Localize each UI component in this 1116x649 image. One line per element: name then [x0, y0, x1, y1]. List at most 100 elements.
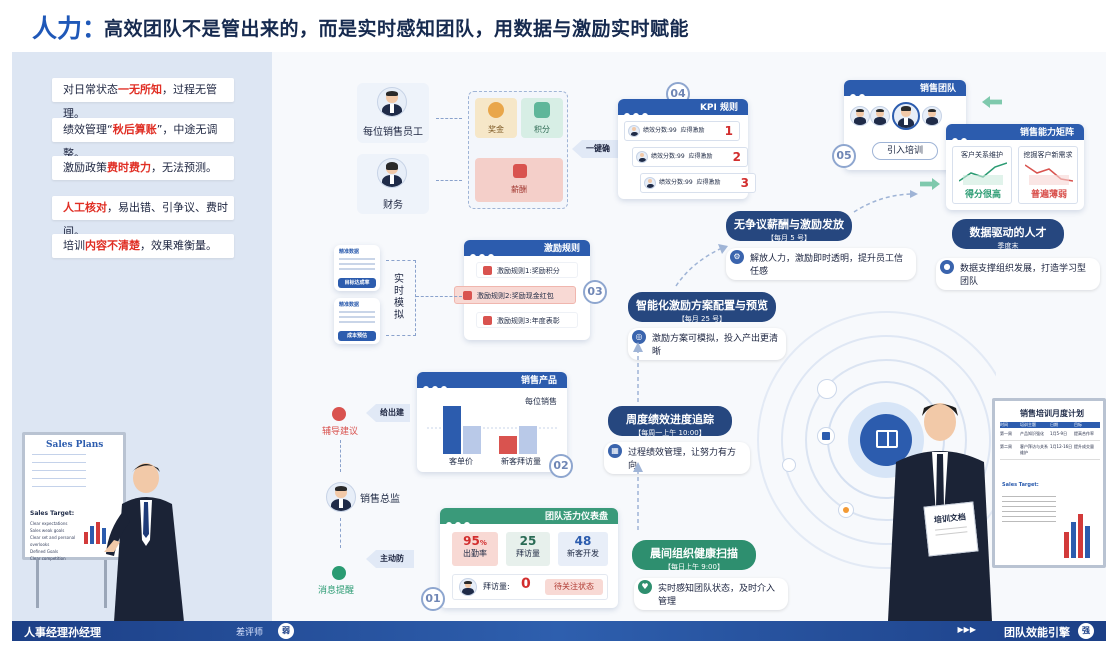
weak-badge: 弱: [278, 623, 294, 639]
capability-arrow-icon: [920, 178, 940, 190]
active-protection-arrow[interactable]: 主动防护: [366, 550, 414, 568]
team-avatar-1: [850, 106, 870, 126]
sim-doc-1: 精准数据 目标达成率: [334, 245, 380, 291]
incentive-rules-window: 激励规则 激励规则1:奖励积分 激励规则2:奖励现金红包 激励规则3:年度表彰: [454, 240, 590, 340]
confirm-arrow[interactable]: 一键确认: [572, 140, 618, 158]
left-whiteboard: Sales Plans Sales Target: Clear expectat…: [16, 432, 126, 612]
sales-bar-chart: [427, 406, 557, 454]
incentive-rule-1[interactable]: 激励规则1:奖励积分: [476, 262, 578, 278]
step-4-pill: 无争议薪酬与激励发放【每月 5 号】: [726, 211, 852, 242]
step-number-01: 01: [421, 587, 445, 611]
whiteboard-target: Sales Target:: [30, 510, 75, 517]
incentive-rule-3[interactable]: 激励规则3:年度表彰: [476, 312, 578, 328]
manager-figure-illustration: [104, 463, 184, 622]
finance-avatar: [377, 158, 407, 188]
pending-status-tag[interactable]: 待关注状态: [545, 579, 603, 595]
simulation-label: 实时模拟: [394, 274, 404, 321]
kpi-row-1: 绩效分数:99 应得激励 1: [624, 121, 740, 141]
employee-avatar: [377, 87, 407, 117]
sales-product-window: 销售产品 每位销售 客单价 新客拜访量: [417, 372, 567, 472]
page-header: 人力： 高效团队不是管出来的，而是实时感知团队，用数据与激励实时赋能: [0, 0, 1116, 52]
step-number-03: 03: [583, 280, 607, 304]
coins-icon: [534, 102, 550, 118]
orbit-icon-1: [817, 379, 837, 399]
step-4-note: ⚙解放人力，激励即时透明，提升员工信任感: [726, 248, 916, 280]
flow-arrow-1-2: [633, 462, 643, 530]
progress-arrows: ▶▶▶: [957, 625, 976, 634]
training-document: 培训文档: [923, 501, 979, 557]
capability-window: 销售能力矩阵 客户关系维护 得分很高 挖掘客户新需求 普遍薄弱: [946, 124, 1084, 210]
book-icon: [876, 430, 898, 448]
pain-point-5: 培训内容不清楚，效果难衡量。: [52, 234, 234, 258]
employee-card: 每位销售员工: [357, 83, 429, 143]
employee-label: 每位销售员工: [363, 127, 423, 138]
training-board-target: Sales Target:: [1002, 482, 1039, 488]
introduce-training-button[interactable]: 引入培训: [872, 142, 938, 160]
sim-doc-2: 精准数据 成本预估: [334, 298, 380, 344]
left-panel: 对日常状态一无所知，过程无管理。 绩效管理“秋后算账”，中途无调整。 激励政策费…: [12, 52, 272, 622]
step-5-pill: 数据驱动的人才季度末: [952, 219, 1064, 250]
page-title-sub: 高效团队不是管出来的，而是实时感知团队，用数据与激励实时赋能: [104, 18, 690, 40]
team-avatar-leader: [892, 102, 920, 130]
pain-point-4: 人工核对，易出错、引争议、费时间。: [52, 196, 234, 238]
sales-chart-title: 每位销售: [525, 397, 557, 406]
whiteboard-grid: [32, 454, 86, 494]
step-number-05: 05: [832, 144, 856, 168]
bonus-tile: 奖金: [475, 98, 517, 138]
salary-tile: 薪酬: [475, 158, 563, 202]
engine-label: 团队效能引擎: [1004, 626, 1070, 639]
bonus-icon: [488, 102, 504, 118]
manager-name: 人事经理孙经理: [24, 626, 101, 639]
whiteboard-lines: Clear expectations Sales weak goals Clea…: [30, 521, 76, 561]
chart-icon: ▦: [608, 444, 622, 458]
visit-row: 拜访量: 0 待关注状态: [452, 574, 608, 600]
pain-point-2: 绩效管理“秋后算账”，中途无调整。: [52, 118, 234, 160]
pain-point-1: 对日常状态一无所知，过程无管理。: [52, 78, 234, 120]
sales-chart-x2: 新客拜访量: [501, 457, 541, 466]
flow-arrow-4-5: [853, 190, 918, 213]
orbit-icon-3: [782, 458, 796, 472]
whiteboard-title: Sales Plans: [46, 440, 104, 450]
finance-label: 财务: [383, 200, 403, 211]
pain-point-3: 激励政策费时费力，无法预测。: [52, 156, 234, 180]
capability-left: 客户关系维护 得分很高: [952, 146, 1012, 204]
team-dashboard-window: 团队活力仪表盘 95% 出勤率 25 拜访量 48 新客开发 拜访量: 0 待关…: [440, 508, 618, 608]
points-tile: 积分: [521, 98, 563, 138]
give-advice-arrow[interactable]: 给出建议: [366, 404, 410, 422]
training-board-title: 销售培训月度计划: [1020, 409, 1084, 418]
metric-attendance: 95% 出勤率: [452, 532, 498, 566]
target-icon: ◎: [632, 330, 646, 344]
sales-team-window: 销售团队 引入培训: [844, 80, 966, 170]
step-3-note: ◎激励方案可模拟，投入产出更清晰: [628, 328, 786, 360]
sales-director-label: 销售总监: [360, 494, 400, 505]
sales-director-avatar: [326, 482, 356, 512]
step-1-note: ♥实时感知团队状态，及时介入管理: [634, 578, 788, 610]
metric-new-clients: 48 新客开发: [558, 532, 608, 566]
page-title-main: 人力：: [32, 14, 108, 43]
sales-chart-x1: 客单价: [449, 457, 473, 466]
capability-right: 挖掘客户新需求 普遍薄弱: [1018, 146, 1078, 204]
step-1-pill: 晨间组织健康扫描【每日上午 9:00】: [632, 540, 756, 571]
whiteboard-bar-chart: [84, 522, 106, 544]
incentive-rule-2[interactable]: 激励规则2:奖励现金红包: [454, 286, 576, 304]
reminder-icon: [332, 566, 346, 580]
coaching-label: 辅导建议: [322, 427, 359, 437]
rewards-box: 奖金 积分 薪酬: [468, 91, 568, 209]
orbit-icon-4: [838, 502, 854, 518]
finance-card: 财务: [357, 154, 429, 214]
step-number-02: 02: [549, 454, 573, 478]
orbit-icon-2: [817, 427, 835, 445]
settings-icon: ⚙: [730, 250, 744, 264]
kpi-row-3: 绩效分数:99 应得激励 3: [640, 173, 756, 193]
main-canvas: 每位销售员工 财务 奖金 积分 薪酬 一键确认 04 KPI 规则 绩效分数:9…: [272, 52, 1106, 621]
step-5-note: ●数据支撑组织发展，打造学习型团队: [936, 258, 1100, 290]
kpi-window: KPI 规则 绩效分数:99 应得激励 1 绩效分数:99 应得激励 2 绩效分…: [618, 99, 756, 199]
step-2-pill: 周度绩效进度追踪【每周一上午 10:00】: [608, 406, 732, 437]
pulse-icon: ♥: [638, 580, 652, 594]
training-board-bars: [1064, 514, 1090, 558]
flow-arrow-3-4: [675, 244, 728, 287]
reminder-label: 消息提醒: [318, 586, 355, 596]
team-arrow-icon: [982, 96, 1002, 108]
